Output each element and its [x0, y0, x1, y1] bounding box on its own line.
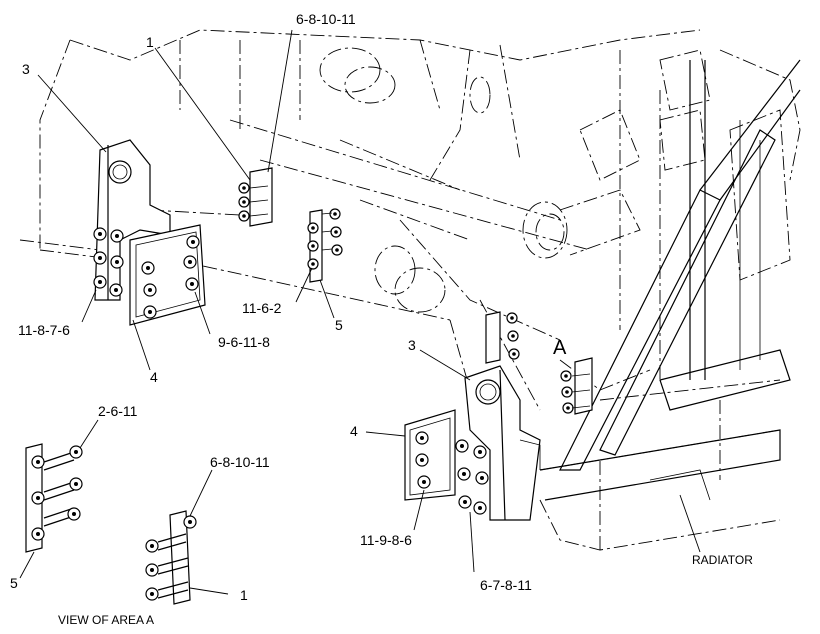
callout-area-a: A [553, 337, 567, 359]
callout-3-left: 3 [22, 61, 30, 77]
callout-11-8-7-6: 11-8-7-6 [18, 322, 70, 338]
right-plate-4 [404, 409, 456, 501]
right-bolt-group-a [415, 431, 431, 489]
view-of-area-a-caption: VIEW OF AREA A [58, 613, 155, 627]
callout-2-6-11: 2-6-11 [98, 403, 138, 419]
left-plate-4 [129, 224, 206, 326]
right-bolt-group-b [455, 439, 489, 515]
callout-6-7-8-11: 6-7-8-11 [480, 577, 532, 593]
right-bracket-3 [464, 365, 541, 521]
top-bracket-1 [238, 167, 273, 227]
frame-braces [559, 59, 801, 471]
mid-bracket-5 [307, 208, 343, 283]
view-area-a-right-bracket [145, 510, 197, 605]
radiator-label: RADIATOR [692, 553, 753, 567]
callout-11-9-8-6: 11-9-8-6 [360, 532, 412, 548]
radiator-base [539, 429, 781, 501]
callout-1-top: 1 [146, 34, 154, 50]
right-top-bracket [485, 311, 520, 364]
leader-lines [19, 29, 701, 595]
callout-4-left: 4 [150, 369, 158, 385]
callout-6-8-10-11-top: 6-8-10-11 [296, 11, 356, 27]
callout-5-bottom: 5 [10, 575, 18, 591]
view-area-a-left-bracket [25, 443, 83, 553]
callout-9-6-11-8: 9-6-11-8 [218, 334, 270, 350]
callout-3-right: 3 [408, 337, 416, 353]
pipes-phantom [319, 47, 791, 313]
callout-5-mid: 5 [335, 317, 343, 333]
left-bolt-group-a [93, 227, 124, 297]
left-bolt-group-b [141, 235, 200, 319]
callout-6-8-10-11-bottom: 6-8-10-11 [210, 454, 270, 470]
area-a-bracket [560, 357, 593, 415]
callout-1-bottom: 1 [240, 587, 248, 603]
callout-4-right: 4 [350, 423, 358, 439]
callout-11-6-2: 11-6-2 [242, 300, 282, 316]
